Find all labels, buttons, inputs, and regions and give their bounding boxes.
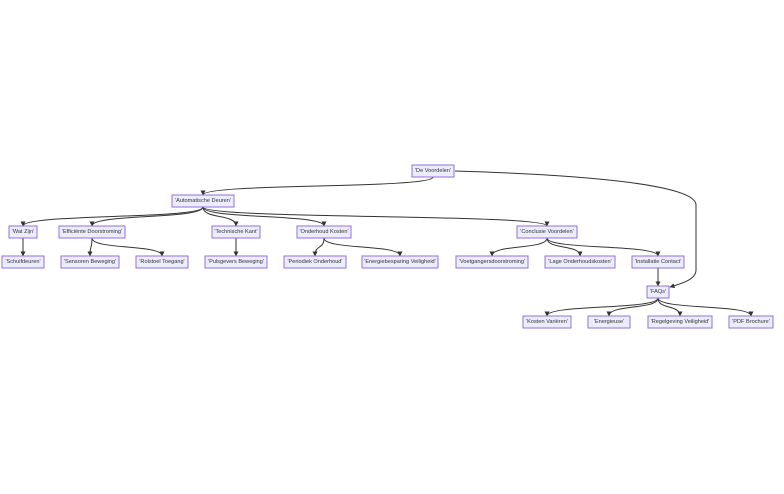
- node-label: 'Pulsgevers Beweging': [208, 259, 264, 265]
- node-box: [171, 194, 235, 208]
- node-box: [587, 315, 631, 329]
- node-box: [544, 255, 616, 269]
- node-voordelen: 'De Voordelen': [411, 164, 455, 178]
- node-technische: 'Technische Kant': [211, 225, 261, 239]
- node-label: 'Schuifdeuren': [5, 259, 40, 265]
- node-label: 'Regelgeving Veiligheid': [651, 319, 710, 325]
- node-voetgangers: 'Voetgangersdoorstroming': [455, 255, 529, 269]
- edges: [20, 170, 754, 317]
- node-schuif: 'Schuifdeuren': [1, 255, 45, 269]
- node-box: [1, 255, 45, 269]
- edge-automatische-to-efficiente: [89, 206, 204, 227]
- edge-automatische-to-conclusie: [202, 206, 550, 227]
- node-automatische: 'Automatische Deuren': [171, 194, 235, 208]
- edge-efficiente-to-sensoren: [87, 237, 93, 257]
- node-periodiek: 'Periodiek Onderhoud': [283, 255, 347, 269]
- node-box: [361, 255, 439, 269]
- edge-conclusie-to-lage: [546, 237, 583, 257]
- edge-voordelen-to-automatische: [200, 176, 434, 196]
- edge-automatische-to-technische: [202, 206, 239, 227]
- node-label: 'Automatische Deuren': [175, 198, 231, 204]
- node-lage: 'Lage Onderhoudskosten': [544, 255, 616, 269]
- nodes: 'De Voordelen' 'Automatische Deuren' 'Wat …: [1, 164, 774, 329]
- node-box: [455, 255, 529, 269]
- node-energiebesparing: 'Energiebesparing Veiligheid': [361, 255, 439, 269]
- edge-voordelen-to-faqs: [454, 170, 697, 289]
- node-pdf: 'PDF Brochure': [728, 315, 774, 329]
- edge-conclusie-to-installatie: [546, 237, 661, 257]
- edge-faqs-to-pdf: [657, 297, 754, 317]
- node-box: [631, 255, 685, 269]
- node-pulsgevers: 'Pulsgevers Beweging': [204, 255, 268, 269]
- node-box: [522, 315, 572, 329]
- node-label: 'Efficiënte Doorstroming': [62, 229, 122, 235]
- node-label: 'Kosten Variëren': [526, 319, 568, 325]
- edge-efficiente-to-rolstoel: [91, 237, 165, 257]
- node-watzijn: 'Wat Zijn': [8, 225, 38, 239]
- node-kosten: 'Kosten Variëren': [522, 315, 572, 329]
- node-box: [516, 225, 578, 239]
- node-box: [60, 255, 120, 269]
- node-box: [647, 315, 713, 329]
- node-box: [296, 225, 352, 239]
- node-faqs: 'FAQs': [646, 285, 670, 299]
- node-label: 'Voetgangersdoorstroming': [459, 259, 525, 265]
- node-label: 'FAQs': [650, 289, 666, 295]
- node-box: [211, 225, 261, 239]
- edge-faqs-to-energieuse: [606, 297, 659, 317]
- edge-automatische-to-watzijn: [20, 206, 204, 227]
- node-efficiente: 'Efficiënte Doorstroming': [58, 225, 126, 239]
- node-label: 'Sensoren Beweging': [64, 259, 116, 265]
- node-regelgeving: 'Regelgeving Veiligheid': [647, 315, 713, 329]
- node-box: [204, 255, 268, 269]
- node-label: 'Lage Onderhoudskosten': [548, 259, 611, 265]
- edge-automatische-to-onderhoud: [202, 206, 327, 227]
- edge-onderhoud-to-energiebesparing: [323, 237, 403, 257]
- node-label: 'De Voordelen': [415, 168, 451, 174]
- edge-onderhoud-to-periodiek: [312, 237, 325, 257]
- node-box: [646, 285, 670, 299]
- node-label: 'Conclusie Voordelen': [520, 229, 573, 235]
- node-box: [58, 225, 126, 239]
- edge-conclusie-to-voetgangers: [489, 237, 548, 257]
- node-sensoren: 'Sensoren Beweging': [60, 255, 120, 269]
- node-installatie: 'Installatie Contact': [631, 255, 685, 269]
- edge-faqs-to-regelgeving: [657, 297, 683, 317]
- node-box: [8, 225, 38, 239]
- node-box: [135, 255, 189, 269]
- node-rolstoel: 'Rolstoel Toegang': [135, 255, 189, 269]
- node-label: 'Onderhoud Kosten': [299, 229, 348, 235]
- node-label: 'Periodiek Onderhoud': [287, 259, 342, 265]
- node-label: 'Rolstoel Toegang': [139, 259, 184, 265]
- node-energieuse: 'Energieuse': [587, 315, 631, 329]
- node-label: 'Energieuse': [594, 319, 624, 325]
- node-label: 'PDF Brochure': [732, 319, 770, 325]
- node-label: 'Technische Kant': [214, 229, 257, 235]
- edge-faqs-to-kosten: [544, 297, 659, 317]
- node-label: 'Installatie Contact': [635, 259, 682, 265]
- node-box: [283, 255, 347, 269]
- node-label: 'Wat Zijn': [12, 229, 34, 235]
- node-box: [411, 164, 455, 178]
- node-conclusie: 'Conclusie Voordelen': [516, 225, 578, 239]
- node-label: 'Energiebesparing Veiligheid': [364, 259, 436, 265]
- node-box: [728, 315, 774, 329]
- node-onderhoud: 'Onderhoud Kosten': [296, 225, 352, 239]
